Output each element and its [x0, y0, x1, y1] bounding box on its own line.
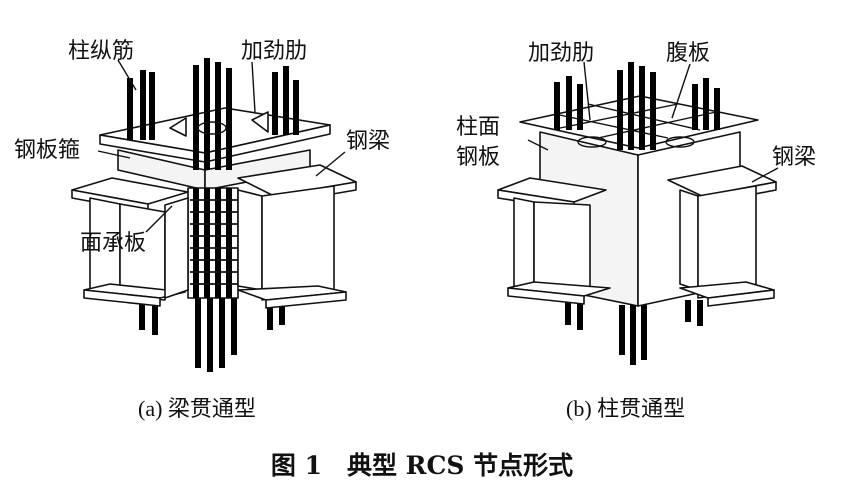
label-b-steel-beam: 钢梁 [772, 145, 816, 170]
panel-a-right-steel-beam [237, 164, 357, 309]
figure-caption: 图 1 典型 RCS 节点形式 [271, 451, 573, 480]
label-column-face-plate-line1: 柱面 [456, 115, 500, 140]
label-column-face-plate-line2: 钢板 [456, 145, 500, 170]
subcaption-a: (a) 梁贯通型 [138, 396, 256, 421]
label-face-plate: 面承板 [80, 231, 146, 256]
panel-a-drawing [71, 58, 357, 372]
panel-b-lower-rebars [565, 300, 703, 365]
subcaption-b: (b) 柱贯通型 [566, 396, 685, 421]
panel-b-right-steel-beam [667, 165, 777, 307]
panel-a-left-steel-beam [71, 177, 189, 307]
panel-a-lower-rebars [139, 290, 285, 372]
panel-a-stiffener-left [169, 117, 187, 137]
panel-b-drawing [497, 62, 777, 365]
panel-a-core-rebars [193, 188, 232, 298]
label-web-plate: 腹板 [666, 41, 710, 66]
panel-a-stiffener-right [251, 111, 269, 133]
panel-b-leaders [527, 61, 779, 183]
label-b-stiffener: 加劲肋 [528, 41, 594, 66]
panel-b-left-steel-beam [497, 177, 611, 305]
panel-a-leaders [97, 59, 346, 233]
label-a-stiffener: 加劲肋 [241, 39, 307, 64]
label-column-rebar: 柱纵筋 [68, 39, 134, 64]
panel-a-upper-rebars [127, 58, 299, 170]
label-steel-hoop: 钢板箍 [14, 138, 80, 163]
panel-b-upper-rebars [554, 62, 720, 150]
panel-a-face-plate [164, 197, 189, 299]
panel-a-stirrups [190, 199, 238, 285]
label-a-steel-beam: 钢梁 [346, 129, 390, 154]
